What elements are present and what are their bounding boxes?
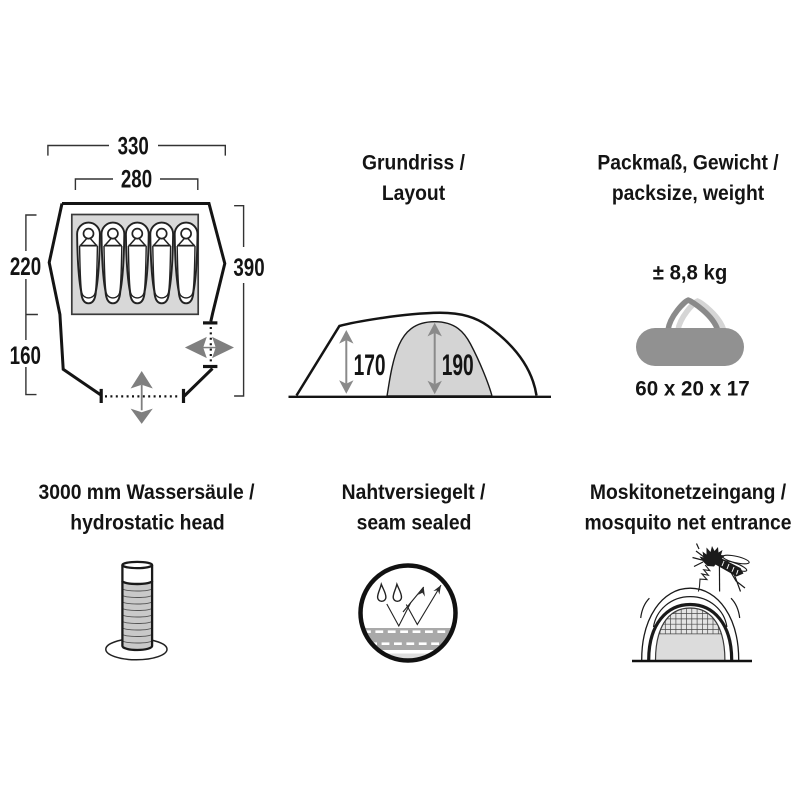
svg-text:Moskitonetzeingang /: Moskitonetzeingang / xyxy=(590,481,787,504)
svg-text:280: 280 xyxy=(121,165,152,193)
svg-text:Grundriss /: Grundriss / xyxy=(362,152,465,175)
svg-text:packsize, weight: packsize, weight xyxy=(612,182,765,205)
svg-text:Nahtversiegelt /: Nahtversiegelt / xyxy=(342,481,486,504)
svg-text:190: 190 xyxy=(442,349,474,382)
svg-text:Packmaß, Gewicht /: Packmaß, Gewicht / xyxy=(597,152,779,175)
svg-text:60 x 20 x 17: 60 x 20 x 17 xyxy=(635,377,749,400)
svg-text:hydrostatic head: hydrostatic head xyxy=(70,512,224,535)
svg-text:Layout: Layout xyxy=(382,182,446,205)
svg-text:330: 330 xyxy=(118,132,149,160)
svg-text:3000 mm Wassersäule /: 3000 mm Wassersäule / xyxy=(38,481,254,504)
svg-text:170: 170 xyxy=(354,349,386,382)
svg-text:seam sealed: seam sealed xyxy=(357,512,472,535)
svg-text:390: 390 xyxy=(233,253,264,281)
svg-text:mosquito net entrance: mosquito net entrance xyxy=(585,512,792,535)
svg-text:160: 160 xyxy=(10,341,41,369)
svg-text:220: 220 xyxy=(10,252,41,280)
svg-text:± 8,8 kg: ± 8,8 kg xyxy=(653,261,728,284)
